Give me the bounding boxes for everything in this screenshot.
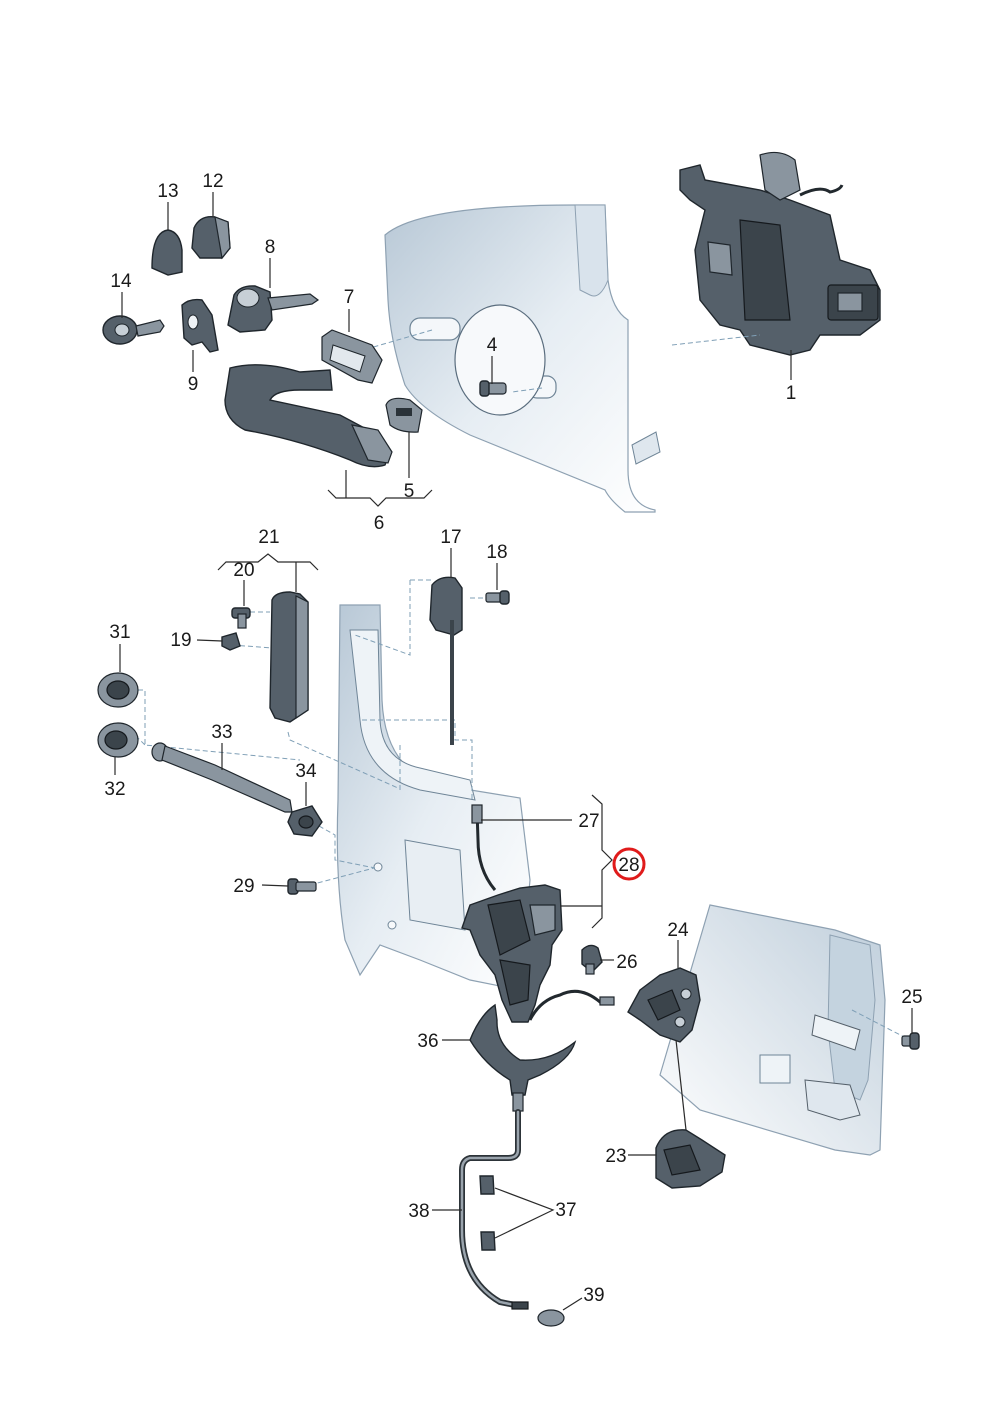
callout-29: 29 (233, 876, 254, 897)
cap-19-icon (221, 632, 241, 651)
callout-37: 37 (555, 1200, 576, 1221)
callout-31: 31 (109, 622, 130, 643)
callout-13: 13 (157, 181, 178, 202)
lock-cylinder-icon (227, 285, 320, 333)
callout-14: 14 (110, 271, 132, 292)
cap-12-icon (191, 216, 231, 260)
callout-6: 6 (374, 513, 385, 534)
callout-27: 27 (578, 811, 599, 832)
callout-8: 8 (265, 237, 276, 258)
door-lock-unit-icon (461, 804, 615, 1023)
bezel-32-icon (97, 722, 139, 758)
callout-9: 9 (188, 374, 199, 395)
screw-25-icon (901, 1032, 920, 1050)
callout-28[interactable]: 28 (618, 855, 639, 876)
callout-23: 23 (605, 1146, 626, 1167)
callout-4: 4 (487, 335, 498, 356)
callout-21: 21 (258, 527, 279, 548)
callout-20: 20 (233, 560, 254, 581)
callout-17: 17 (440, 527, 461, 548)
screw-18-icon (485, 590, 510, 605)
door-inner-panel (336, 604, 531, 991)
end-cap-39-icon (537, 1309, 565, 1327)
release-handle-36-icon (469, 1003, 577, 1096)
callout-25: 25 (901, 987, 922, 1008)
bracket-9-icon (181, 298, 219, 353)
callout-7: 7 (344, 287, 355, 308)
callout-32: 32 (104, 779, 125, 800)
door-handle-icon (224, 364, 393, 468)
lock-mechanism-1-icon (679, 151, 881, 356)
clip-26-icon (581, 944, 603, 975)
inner-handle-icon (269, 591, 309, 723)
screw-29-icon (287, 878, 317, 895)
striker-cover-23-icon (655, 1129, 726, 1189)
bezel-34-icon (287, 805, 323, 837)
callout-5: 5 (404, 481, 415, 502)
lock-rod-33-icon (151, 742, 293, 813)
screw-20-icon (231, 607, 251, 629)
detail-magnifier (454, 304, 546, 416)
callout-36: 36 (417, 1031, 438, 1052)
callout-24: 24 (667, 920, 689, 941)
callout-1: 1 (786, 383, 797, 404)
b-pillar-panel (659, 904, 886, 1156)
key-14-icon (102, 315, 165, 345)
cable-clip-37-icon (479, 1175, 496, 1251)
highlight-ring-28 (612, 847, 646, 881)
striker-plate-24-icon (627, 967, 701, 1043)
handle-gasket-icon (321, 329, 383, 384)
callout-34: 34 (295, 761, 317, 782)
screw-4-icon (479, 380, 507, 397)
callout-26: 26 (616, 952, 637, 973)
callout-12: 12 (202, 171, 223, 192)
cap-13-icon (151, 229, 183, 276)
callout-33: 33 (211, 722, 232, 743)
handle-recess (409, 317, 461, 341)
callout-38: 38 (408, 1201, 429, 1222)
callout-19: 19 (170, 630, 191, 651)
bezel-31-icon (97, 672, 139, 708)
cover-cap-5-icon (385, 397, 423, 433)
callout-18: 18 (486, 542, 507, 563)
callout-39: 39 (583, 1285, 604, 1306)
release-cable-38-icon (459, 1092, 529, 1310)
